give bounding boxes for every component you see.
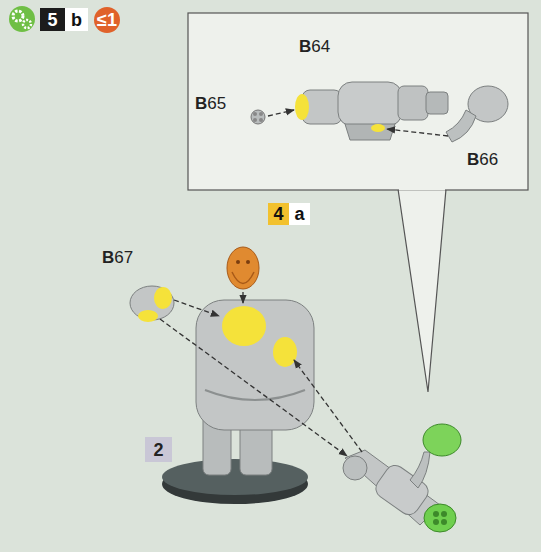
assembled-gun bbox=[343, 424, 461, 532]
badge-text: a bbox=[294, 205, 304, 223]
badge-text: 4 bbox=[273, 205, 283, 223]
count-badge: ≤1 bbox=[94, 7, 120, 33]
torso bbox=[196, 300, 314, 475]
gun-part bbox=[295, 82, 448, 140]
inset-panel bbox=[188, 13, 528, 392]
badge-text: ≤1 bbox=[97, 11, 117, 29]
miniature-base bbox=[162, 459, 308, 504]
step-letter: b bbox=[65, 8, 88, 31]
step-reference-letter: a bbox=[289, 203, 310, 225]
part-number: B67 bbox=[102, 249, 133, 266]
part-number: B64 bbox=[299, 38, 330, 55]
step-reference-number: 2 bbox=[145, 437, 172, 462]
step-number: 5 bbox=[40, 8, 65, 31]
badge-text: 2 bbox=[153, 441, 163, 459]
step-reference-number: 4 bbox=[268, 203, 289, 225]
part-number: B66 bbox=[467, 151, 498, 168]
badge-circle bbox=[94, 7, 120, 33]
part-number: B65 bbox=[195, 95, 226, 112]
head-part bbox=[227, 247, 259, 289]
muzzle-part bbox=[251, 110, 265, 124]
badge-text: b bbox=[71, 11, 82, 29]
gear-icon bbox=[9, 6, 35, 32]
badge-text: 5 bbox=[47, 11, 57, 29]
shoulder-part bbox=[130, 286, 174, 322]
arm-part bbox=[446, 86, 508, 142]
leader-lines bbox=[160, 110, 448, 456]
